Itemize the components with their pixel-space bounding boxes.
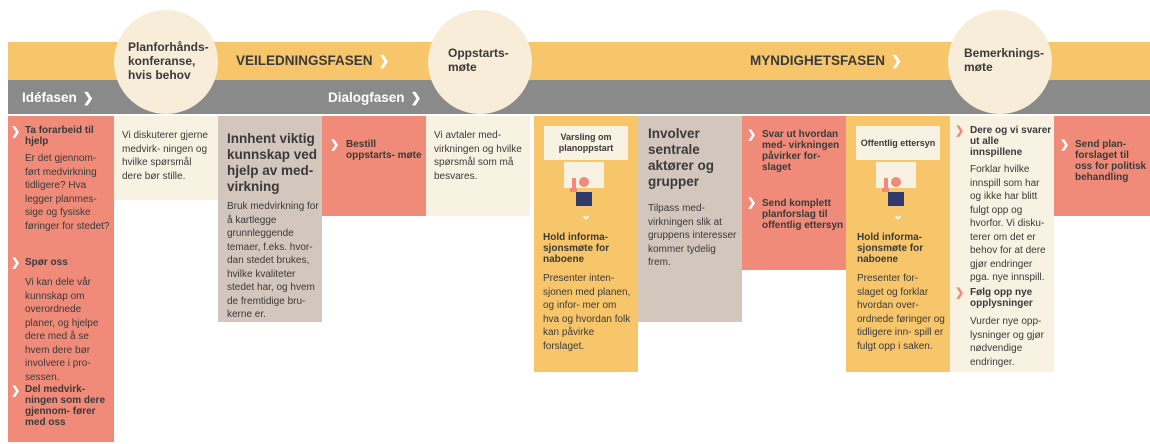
person-with-sign-icon [564,162,604,206]
milestone-label: Planforhånds- konferanse, hvis behov [128,40,209,82]
chevron-down-icon: ⌄ [892,208,904,222]
card-svar-ut: ❯ Svar ut hvordan med- virkningen påvirk… [742,116,846,270]
label-varsling-om-planoppstart: Varsling om planoppstart [544,126,628,160]
card-planforhand: Vi diskuterer gjerne medvirk- ningen og … [114,116,218,200]
chevron-right-icon: ❯ [11,126,21,138]
chevron-right-icon: ❯ [955,287,965,299]
chevron-right-icon: ❯ [11,257,21,269]
chevron-right-icon: ❯ [378,53,390,68]
chevron-right-icon: ❯ [82,90,94,105]
card-offentlig-ettersyn: Offentlig ettersyn ⌄ Hold informa- sjons… [846,116,950,372]
milestone-circle-bemerkning: Bemerknings- møte [948,10,1052,114]
phase-dialogfasen: Dialogfasen❯ [328,90,422,105]
person-with-sign-icon [876,162,916,206]
phase-veiledningsfasen: VEILEDNINGSFASEN❯ [236,53,390,68]
chevron-right-icon: ❯ [747,129,757,141]
milestone-circle-planforhand: Planforhånds- konferanse, hvis behov [114,10,218,114]
chevron-right-icon: ❯ [1060,139,1070,151]
card-bemerkningsmote: ❯ Dere og vi svarer ut alle innspillene … [950,116,1054,372]
milestone-label: Bemerknings- møte [964,46,1045,74]
chevron-right-icon: ❯ [891,53,902,68]
chevron-right-icon: ❯ [410,90,422,105]
card-send-planforslag: ❯ Send plan- forslaget til oss for polit… [1054,116,1150,216]
chevron-right-icon: ❯ [747,197,757,209]
chevron-right-icon: ❯ [11,385,21,397]
phase-myndighetsfasen: MYNDIGHETSFASEN❯ [750,53,902,68]
card-bestill-oppstart: ❯ Bestill oppstarts- møte [322,116,426,216]
card-oppstartsmote: Vi avtaler med- virkningen og hvilke spø… [426,116,530,216]
card-involver-aktorer: Involver sentrale aktører og grupper Til… [638,116,742,322]
chevron-down-icon: ⌄ [580,208,592,222]
label-offentlig-ettersyn: Offentlig ettersyn [856,126,940,160]
card-varsling: Varsling om planoppstart ⌄ Hold informa-… [534,116,638,372]
milestone-circle-oppstart: Oppstarts- møte [428,10,532,114]
phase-idefasen: Idéfasen❯ [22,90,94,105]
chevron-right-icon: ❯ [330,139,340,151]
card-innhent-kunnskap: Innhent viktig kunnskap ved hjelp av med… [218,116,322,322]
card-idefasen: ❯ Ta forarbeid til hjelp Er det gjennom-… [8,116,114,442]
chevron-right-icon: ❯ [955,125,965,137]
milestone-label: Oppstarts- møte [448,46,509,74]
